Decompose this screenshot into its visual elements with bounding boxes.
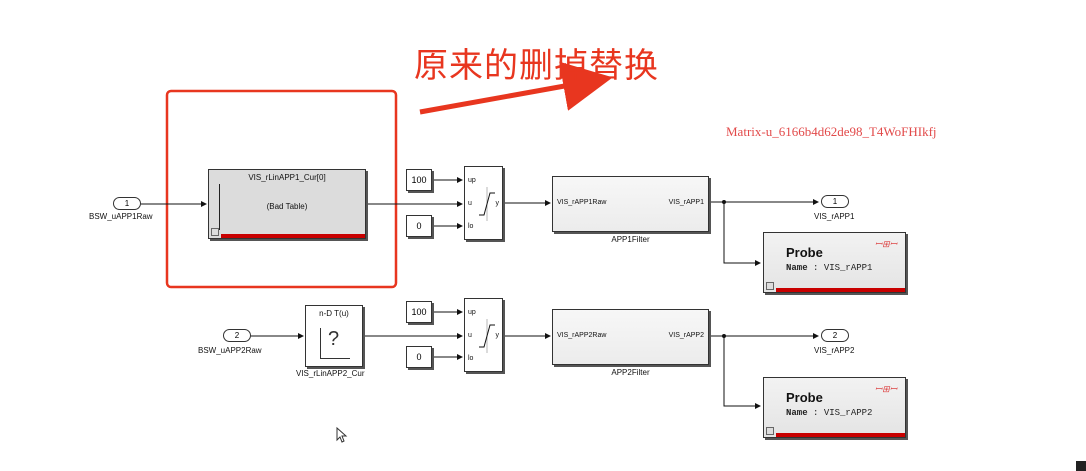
inport-2-number: 2: [234, 331, 240, 340]
outport-1-label: VIS_rAPP1: [814, 212, 855, 221]
filter1-output-label: VIS_rAPP1: [668, 199, 704, 206]
saturation-curve-icon: [479, 319, 495, 353]
sat2-port-up: up: [468, 309, 476, 316]
corner-block: [1076, 461, 1086, 471]
sat2-port-y: y: [495, 332, 500, 339]
filter2-input-label: VIS_rAPP2Raw: [557, 332, 607, 339]
probe1-name-value: VIS_rAPP1: [823, 263, 873, 273]
annotation-arrow: [419, 61, 613, 115]
filter1-input-label: VIS_rAPP1Raw: [557, 199, 607, 206]
saturation-block-1[interactable]: up u lo y: [464, 166, 503, 240]
constant-lower-1[interactable]: 0: [406, 215, 432, 237]
wire-filter1-probe1: [723, 202, 761, 266]
lookup-table-2-axis-x: [320, 358, 350, 359]
saturation-curve-icon: [479, 187, 495, 221]
probe1-title: Probe: [786, 245, 823, 260]
constant-upper-2[interactable]: 100: [406, 301, 432, 323]
mouse-cursor-icon: [336, 426, 348, 443]
sat1-port-u: u: [468, 200, 472, 207]
filter-subsystem-2[interactable]: VIS_rAPP2Raw VIS_rAPP2: [552, 309, 709, 365]
highlight-box: [165, 89, 398, 289]
lookup-table-2-block[interactable]: n-D T(u) ?: [305, 305, 363, 367]
block-link-icon: [766, 282, 774, 290]
branch-dot-1: [722, 200, 726, 204]
probe2-title: Probe: [786, 390, 823, 405]
sat1-port-up: up: [468, 177, 476, 184]
outport-2-label: VIS_rAPP2: [814, 346, 855, 355]
probe-logo-icon: ꟷ⊞ꟷ: [874, 384, 897, 394]
filter1-name: APP1Filter: [611, 235, 650, 244]
block-link-icon: [211, 228, 219, 236]
probe2-name-key: Name: [786, 408, 808, 418]
sat2-port-lo: lo: [468, 355, 474, 362]
filter-subsystem-1[interactable]: VIS_rAPP1Raw VIS_rAPP1: [552, 176, 709, 232]
question-mark-icon: ?: [328, 328, 340, 350]
probe2-name: Name : VIS_rAPP2: [786, 408, 872, 418]
sat2-port-u: u: [468, 332, 472, 339]
probe-logo-icon: ꟷ⊞ꟷ: [874, 239, 897, 249]
outport-1[interactable]: 1: [821, 195, 849, 208]
inport-1[interactable]: 1: [113, 197, 141, 210]
lookup-table-1-error-bar: [221, 234, 365, 238]
constant-lower-2[interactable]: 0: [406, 346, 432, 368]
watermark-text: Matrix-u_6166b4d62de98_T4WoFHIkfj: [726, 124, 937, 139]
probe2-name-value: VIS_rAPP2: [823, 408, 873, 418]
annotation-text: 原来的删掉替换: [414, 46, 659, 86]
lookup-table-1-axis: [219, 184, 220, 230]
constant-upper-1[interactable]: 100: [406, 169, 432, 191]
saturation-block-2[interactable]: up u lo y: [464, 298, 503, 372]
filter2-output-label: VIS_rAPP2: [668, 332, 704, 339]
lookup-table-2-label: VIS_rLinAPP2_Cur: [296, 369, 365, 378]
filter2-name: APP2Filter: [611, 368, 650, 377]
sat1-port-lo: lo: [468, 223, 474, 230]
sat1-port-y: y: [495, 200, 500, 207]
outport-2[interactable]: 2: [821, 329, 849, 342]
probe2-bar: [776, 433, 905, 437]
block-link-icon: [766, 427, 774, 435]
inport-1-number: 1: [124, 199, 130, 208]
wire-filter2-probe2: [723, 336, 761, 409]
lookup-table-1-title: VIS_rLinAPP1_Cur[0]: [248, 173, 326, 182]
probe1-bar: [776, 288, 905, 292]
inport-1-label: BSW_uAPP1Raw: [89, 212, 153, 221]
outport-1-number: 1: [832, 197, 838, 206]
probe1-name-sep: :: [813, 263, 819, 273]
probe-block-1[interactable]: ꟷ⊞ꟷ Probe Name : VIS_rAPP1: [763, 232, 906, 293]
probe1-name: Name : VIS_rAPP1: [786, 263, 872, 273]
probe2-name-sep: :: [813, 408, 819, 418]
inport-2[interactable]: 2: [223, 329, 251, 342]
lookup-table-1-block[interactable]: VIS_rLinAPP1_Cur[0] (Bad Table): [208, 169, 366, 239]
lookup-table-2-title: n-D T(u): [319, 309, 349, 318]
probe-block-2[interactable]: ꟷ⊞ꟷ Probe Name : VIS_rAPP2: [763, 377, 906, 438]
inport-2-label: BSW_uAPP2Raw: [198, 346, 262, 355]
probe1-name-key: Name: [786, 263, 808, 273]
lookup-table-1-status: (Bad Table): [266, 202, 308, 211]
lookup-table-2-axis: [320, 328, 321, 358]
branch-dot-2: [722, 334, 726, 338]
outport-2-number: 2: [832, 331, 838, 340]
